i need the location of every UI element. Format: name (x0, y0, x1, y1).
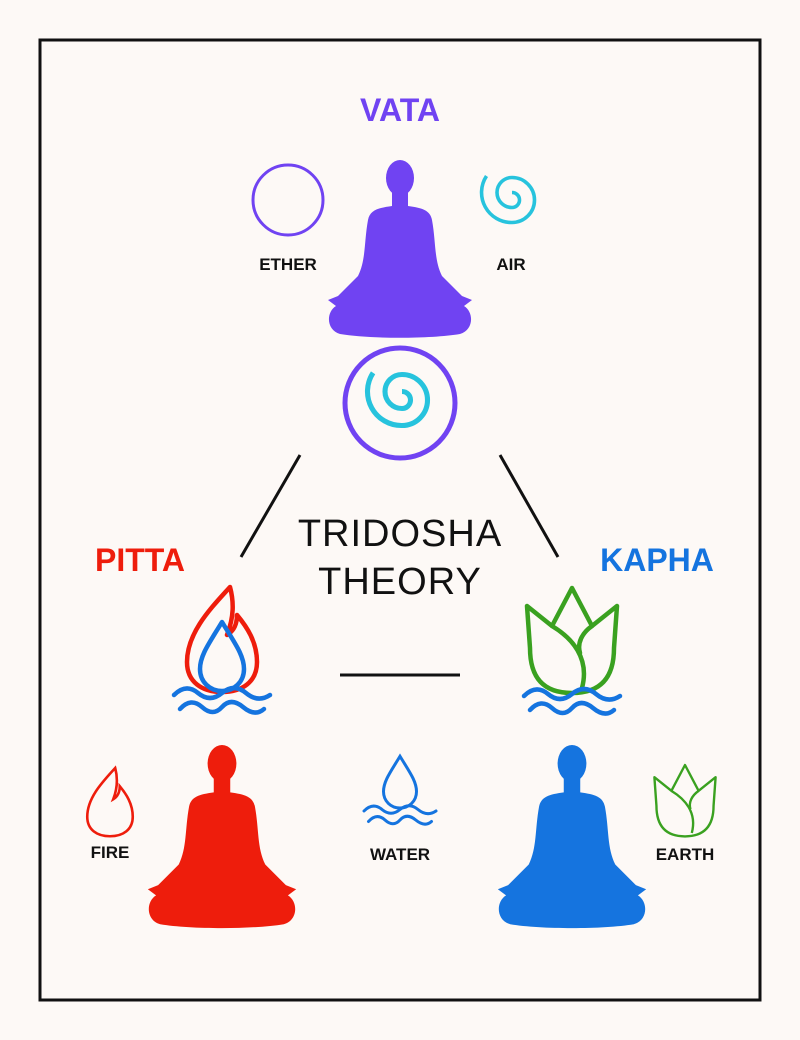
kapha-heading: KAPHA (600, 542, 714, 578)
fire-flame-icon (85, 766, 135, 838)
title-line-1: TRIDOSHA (298, 513, 502, 555)
connector-line-vata-pitta (239, 454, 302, 558)
vata-heading: VATA (360, 92, 440, 128)
kapha-meditating-figure-icon (497, 745, 647, 929)
air-spiral-icon (479, 174, 537, 225)
pitta-symbol-icon (174, 587, 270, 713)
connector-line-vata-kapha (498, 454, 560, 558)
ether-label: ETHER (259, 255, 317, 274)
vata-meditating-figure-icon (328, 160, 472, 338)
air-label: AIR (496, 255, 525, 274)
earth-lotus-icon (653, 763, 717, 838)
kapha-symbol-icon (524, 588, 620, 714)
frame-border (38, 38, 762, 1002)
ether-circle-icon (251, 163, 325, 237)
title-line-2: THEORY (318, 561, 482, 603)
water-label: WATER (370, 845, 430, 864)
vata-symbol-spiral-icon (367, 373, 427, 426)
vata-symbol-circle-icon (342, 345, 458, 461)
pitta-meditating-figure-icon (147, 745, 297, 929)
fire-label: FIRE (91, 843, 130, 862)
earth-label: EARTH (656, 845, 715, 864)
pitta-heading: PITTA (95, 542, 185, 578)
water-drop-icon (362, 754, 438, 826)
